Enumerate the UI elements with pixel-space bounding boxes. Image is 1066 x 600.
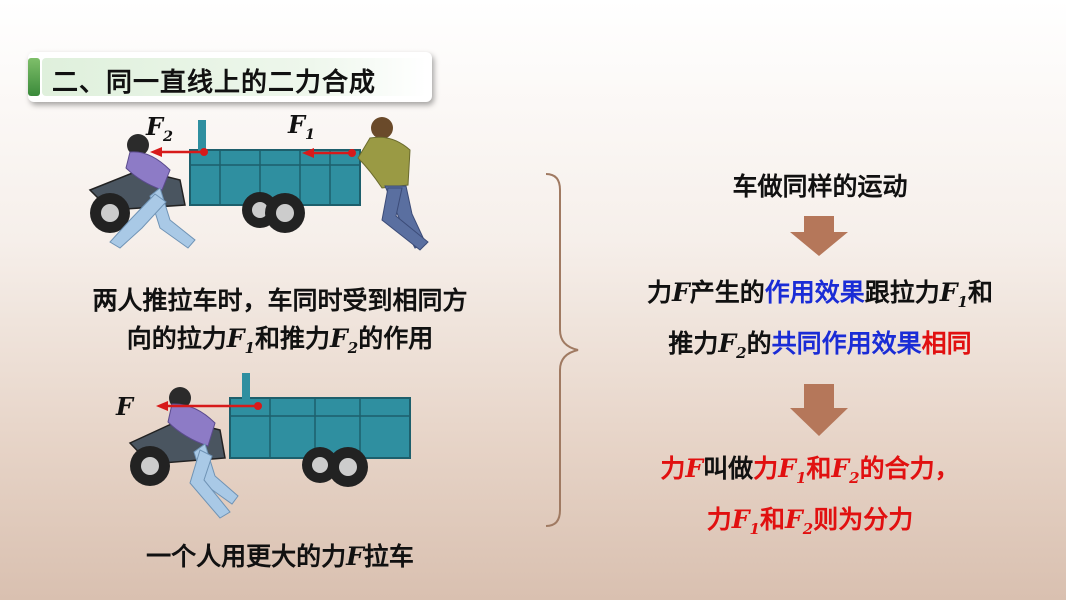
- down-arrow-2: [790, 384, 848, 436]
- right-p2-line: 力F产生的作用效果跟拉力F1和: [646, 278, 993, 311]
- one-person-tricycle-illustration: [128, 373, 411, 519]
- caption-two-line1: 两人推拉车时，车同时受到相同方: [92, 286, 468, 315]
- right-p4-line: 力F叫做力F1和F2的合力，: [660, 454, 960, 487]
- right-p5-line: 力F1和F2则为分力: [706, 505, 914, 538]
- right-p3-line: 推力F2的共同作用效果相同: [668, 329, 972, 362]
- down-arrow-1: [790, 216, 848, 256]
- right-paragraph-4: 力F叫做力F1和F2的合力， 力F1和F2则为分力: [600, 450, 1020, 548]
- two-people-tricycle-illustration: [88, 117, 429, 251]
- curly-brace: [545, 173, 579, 527]
- right-line1: 车做同样的运动: [732, 172, 908, 201]
- title-background: [42, 58, 426, 96]
- right-paragraph-2: 力F产生的作用效果跟拉力F1和 推力F2的共同作用效果相同: [590, 274, 1050, 372]
- title-accent-bar: [28, 58, 40, 96]
- section-title-box: 二、同一直线上的二力合成: [28, 52, 432, 102]
- caption-two-line2: 向的拉力F1和推力F2的作用: [126, 324, 434, 357]
- section-title: 二、同一直线上的二力合成: [52, 68, 377, 98]
- caption-one-person: 一个人用更大的力F拉车: [146, 542, 414, 571]
- force-label-f: F: [116, 392, 134, 421]
- caption-two-people: 两人推拉车时，车同时受到相同方 向的拉力F1和推力F2的作用: [30, 282, 530, 367]
- force-label-f2: F2: [146, 112, 174, 145]
- force-label-f1: F1: [288, 110, 316, 143]
